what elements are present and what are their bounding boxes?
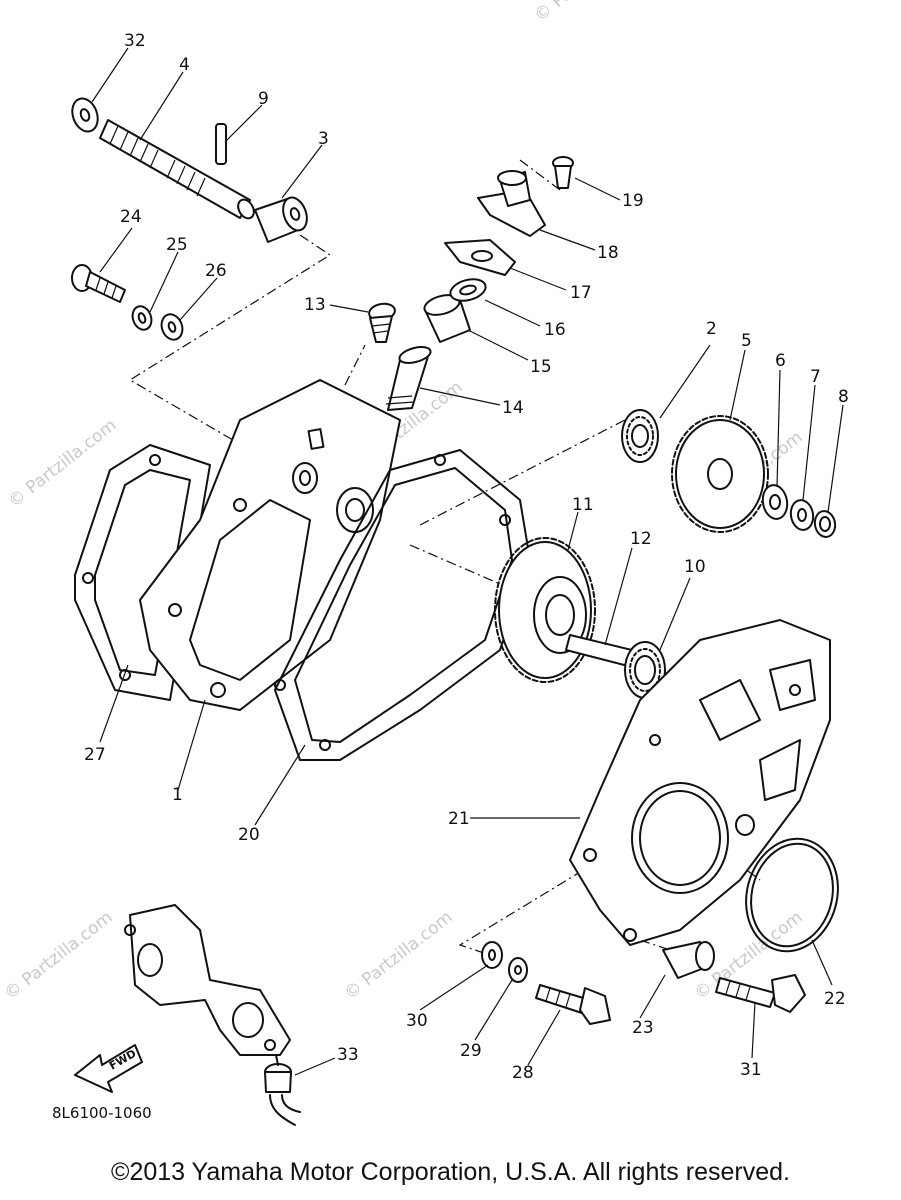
callout-8: 8: [838, 387, 849, 407]
callout-26: 26: [205, 261, 227, 281]
gear-11: [494, 537, 596, 683]
callout-17: 17: [570, 283, 592, 303]
driven-gear-14: [385, 346, 432, 411]
screw-13: [368, 302, 396, 343]
assembly-lines: [128, 159, 761, 956]
copyright-notice: ©2013 Yamaha Motor Corporation, U.S.A. A…: [111, 1158, 790, 1186]
callout-33: 33: [337, 1045, 359, 1065]
washer-32: [71, 97, 99, 133]
callout-labels: 32 4 9 3 24 25 26 13 14 15 16 17 18 19 2…: [84, 31, 849, 1083]
callout-21: 21: [448, 809, 470, 829]
shaft-4: [99, 119, 255, 220]
gasket-17: [444, 239, 516, 276]
exploded-parts-diagram: © Partzilla.com © Partzilla.com © Partzi…: [1, 0, 849, 1126]
sprocket-5: [671, 415, 769, 533]
callout-23: 23: [632, 1018, 654, 1038]
callout-2: 2: [706, 319, 717, 339]
bolt-28: [535, 984, 611, 1025]
callout-13: 13: [304, 295, 326, 315]
callout-31: 31: [740, 1060, 762, 1080]
collar-23: [662, 941, 715, 979]
callout-22: 22: [824, 989, 846, 1009]
callout-15: 15: [530, 357, 552, 377]
callout-20: 20: [238, 825, 260, 845]
oil-seal-16: [449, 278, 487, 302]
leader-lines: [91, 47, 844, 1076]
callout-10: 10: [684, 557, 706, 577]
callout-3: 3: [318, 129, 329, 149]
collar-3: [254, 196, 308, 243]
diagram-code: 8L6100-1060: [52, 1104, 152, 1122]
bolt-24: [71, 264, 126, 303]
lock-washer-25: [131, 305, 153, 331]
fitting-33: [264, 1054, 301, 1126]
watermark: © Partzilla.com: [5, 415, 121, 512]
clip-8: [813, 510, 837, 538]
housing-1: [139, 379, 401, 711]
watermark: © Partzilla.com: [531, 0, 647, 26]
callout-7: 7: [810, 367, 821, 387]
callout-11: 11: [572, 495, 594, 515]
washer-6: [761, 484, 789, 520]
callout-4: 4: [179, 55, 190, 75]
inset-bracket: [124, 904, 291, 1056]
callout-28: 28: [512, 1063, 534, 1083]
callout-27: 27: [84, 745, 106, 765]
cap-18: [477, 170, 546, 237]
fwd-arrow-icon: FWD: [74, 1044, 143, 1093]
callout-30: 30: [406, 1011, 428, 1031]
watermark: © Partzilla.com: [341, 907, 457, 1004]
lock-washer-29: [508, 957, 528, 983]
washer-7: [789, 499, 815, 531]
callout-29: 29: [460, 1041, 482, 1061]
callout-32: 32: [124, 31, 146, 51]
callout-12: 12: [630, 529, 652, 549]
callout-6: 6: [775, 351, 786, 371]
callout-5: 5: [741, 331, 752, 351]
washer-26: [160, 313, 184, 341]
bearing-2: [621, 409, 659, 463]
callout-16: 16: [544, 320, 566, 340]
callout-24: 24: [120, 207, 142, 227]
callout-25: 25: [166, 235, 188, 255]
bolt-31: [715, 974, 806, 1013]
watermark: © Partzilla.com: [1, 907, 117, 1004]
callout-18: 18: [597, 243, 619, 263]
bushing-15: [423, 294, 471, 343]
o-ring-22: [745, 837, 839, 953]
pin-9: [215, 123, 227, 165]
callout-19: 19: [622, 191, 644, 211]
callout-14: 14: [502, 398, 524, 418]
callout-1: 1: [172, 785, 183, 805]
washer-30: [481, 941, 503, 969]
callout-9: 9: [258, 89, 269, 109]
cover-21: [569, 619, 831, 946]
screw-19: [552, 156, 574, 189]
